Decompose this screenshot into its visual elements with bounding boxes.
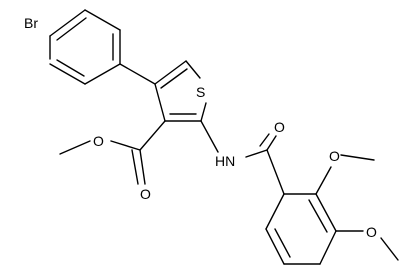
bromine-label: Br [24, 15, 38, 31]
bond [139, 120, 166, 151]
bond [84, 63, 121, 85]
bond [160, 68, 188, 89]
bond [139, 149, 146, 185]
sulfur-label: S [196, 84, 205, 100]
bond [308, 199, 328, 233]
atom-labels: Br S HN O O O O O [24, 15, 377, 240]
bond [59, 140, 91, 155]
bond [315, 193, 337, 232]
bond [265, 193, 285, 230]
bond [319, 230, 337, 265]
bond [265, 228, 285, 265]
bond [119, 63, 156, 85]
bond [154, 83, 166, 122]
methoxy-oxygen-upper-label: O [329, 148, 340, 164]
bond [266, 149, 285, 195]
methoxy-oxygen-lower-label: O [366, 224, 377, 240]
bond [49, 63, 86, 85]
bond [274, 228, 291, 258]
ester-ether-oxygen-label: O [93, 133, 104, 149]
bonds [49, 9, 399, 265]
bond [245, 149, 268, 158]
bond [84, 9, 121, 31]
amide-nh-label: HN [215, 153, 235, 169]
bond [110, 140, 141, 151]
bond [154, 60, 187, 85]
bond [315, 166, 332, 195]
bond [131, 149, 139, 185]
amide-oxygen-label: O [274, 119, 285, 135]
ester-carbonyl-oxygen-label: O [140, 186, 151, 202]
bond [340, 154, 375, 161]
bond [200, 120, 219, 153]
bond [259, 133, 270, 147]
bond [56, 17, 87, 41]
bond [380, 237, 399, 261]
bond [266, 135, 277, 151]
bond [200, 102, 207, 122]
bond [56, 59, 85, 77]
bond [185, 60, 201, 79]
bond [49, 9, 86, 37]
